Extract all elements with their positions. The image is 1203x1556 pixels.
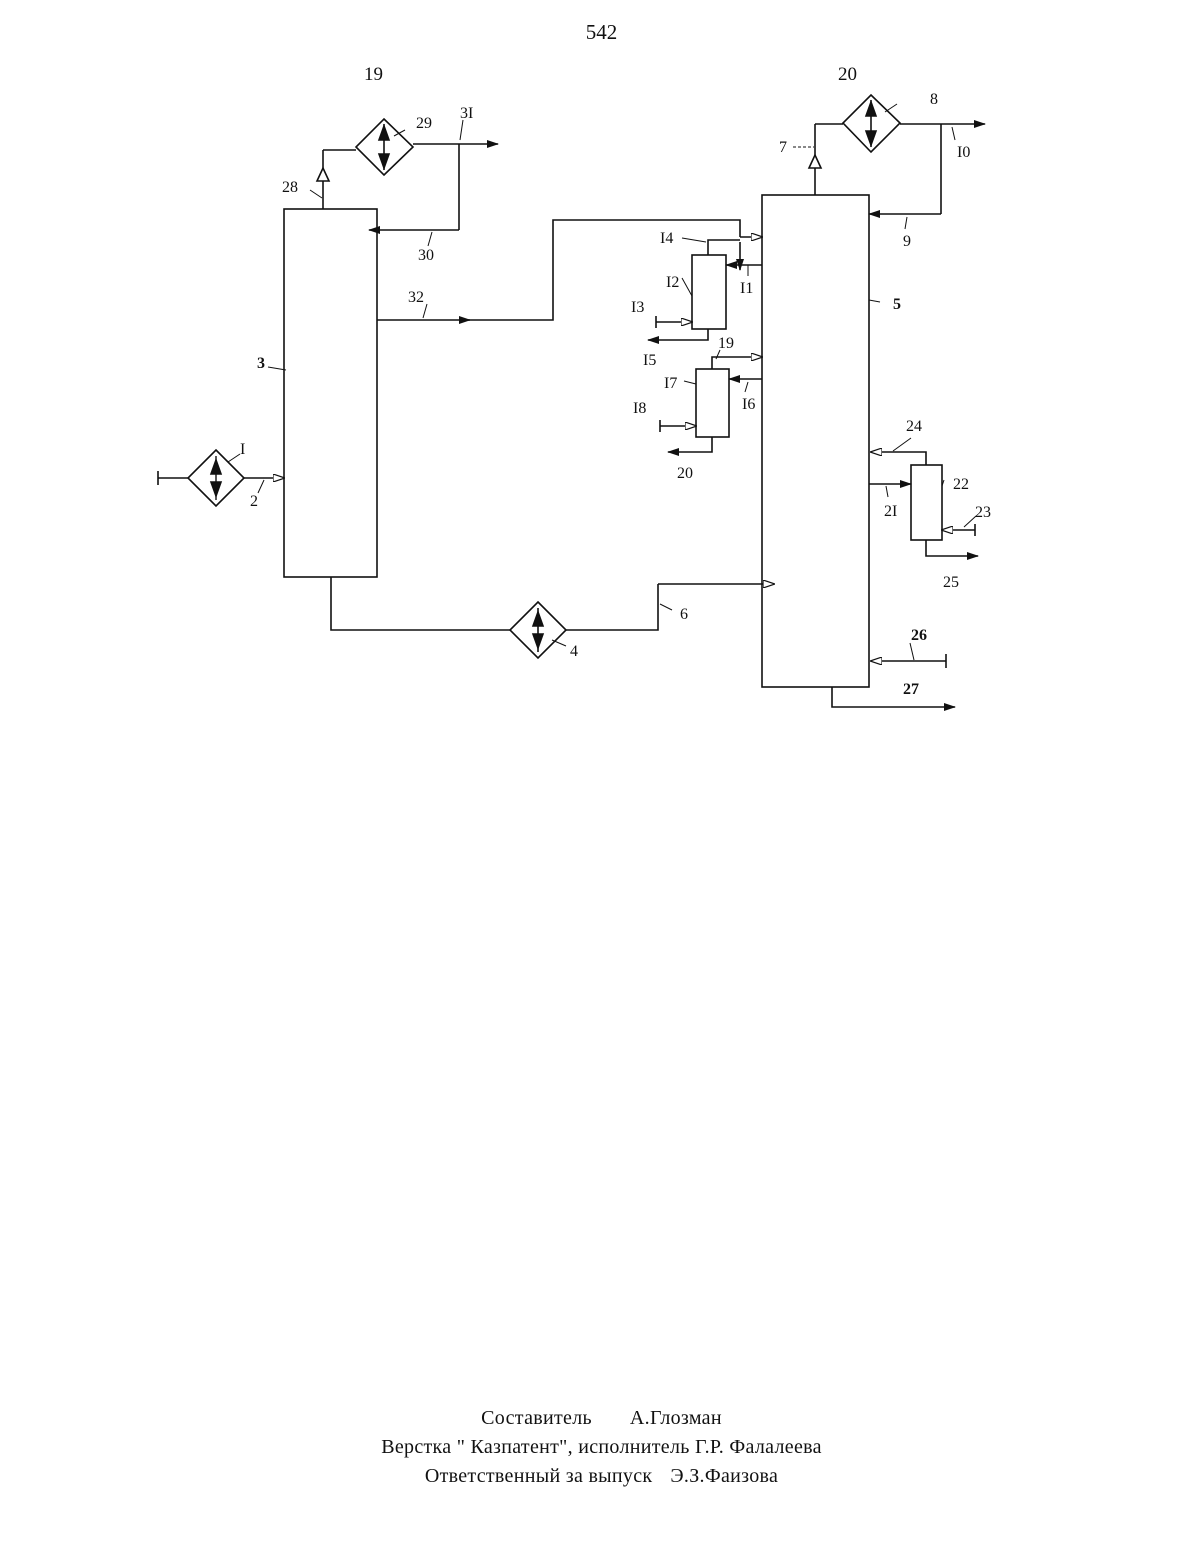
label-16: I6	[742, 396, 755, 413]
label-28: 28	[282, 179, 298, 196]
compiler-name: А.Глозман	[630, 1407, 722, 1429]
label-29: 29	[416, 115, 432, 132]
label-18: I8	[633, 400, 646, 417]
label-10: I0	[957, 144, 970, 161]
label-3: 3	[257, 355, 265, 372]
label-23: 23	[975, 504, 991, 521]
label-31: 3I	[460, 105, 473, 122]
label-15: I5	[643, 352, 656, 369]
label-19-top: 19	[364, 64, 383, 85]
stripper-12	[692, 255, 726, 329]
label-11: I1	[740, 280, 753, 297]
label-5: 5	[893, 296, 901, 313]
label-32: 32	[408, 289, 424, 306]
stripper-22	[911, 465, 942, 540]
label-6: 6	[680, 606, 688, 623]
label-13: I3	[631, 299, 644, 316]
footer-layout-line: Верстка " Казпатент", исполнитель Г.Р. Ф…	[0, 1436, 1203, 1459]
label-27: 27	[903, 681, 919, 698]
label-20-top: 20	[838, 64, 857, 85]
footer-compiler-line: Составитель А.Глозман	[0, 1407, 1203, 1430]
label-17: I7	[664, 375, 677, 392]
label-19: 19	[718, 335, 734, 352]
label-7: 7	[779, 139, 787, 156]
label-9: 9	[903, 233, 911, 250]
label-12: I2	[666, 274, 679, 291]
label-8: 8	[930, 91, 938, 108]
label-1: I	[240, 441, 245, 458]
label-22: 22	[953, 476, 969, 493]
label-4: 4	[570, 643, 578, 660]
footer-responsible-line: Ответственный за выпуск Э.З.Фаизова	[0, 1465, 1203, 1488]
label-25: 25	[943, 574, 959, 591]
responsible-name: Э.З.Фаизова	[670, 1465, 778, 1487]
label-24: 24	[906, 418, 922, 435]
label-30: 30	[418, 247, 434, 264]
stripper-17	[696, 369, 729, 437]
column-3	[284, 209, 377, 577]
process-flow-diagram: 19 20 I 2 3 4 5 6 7 8 9 I0 I1 I2 I3 I4 I…	[0, 0, 1203, 800]
label-20: 20	[677, 465, 693, 482]
compiler-label: Составитель	[481, 1407, 592, 1429]
column-5	[762, 195, 869, 687]
label-21: 2I	[884, 503, 897, 520]
label-2: 2	[250, 493, 258, 510]
label-26: 26	[911, 627, 927, 644]
label-14: I4	[660, 230, 673, 247]
responsible-label: Ответственный за выпуск	[425, 1465, 653, 1487]
